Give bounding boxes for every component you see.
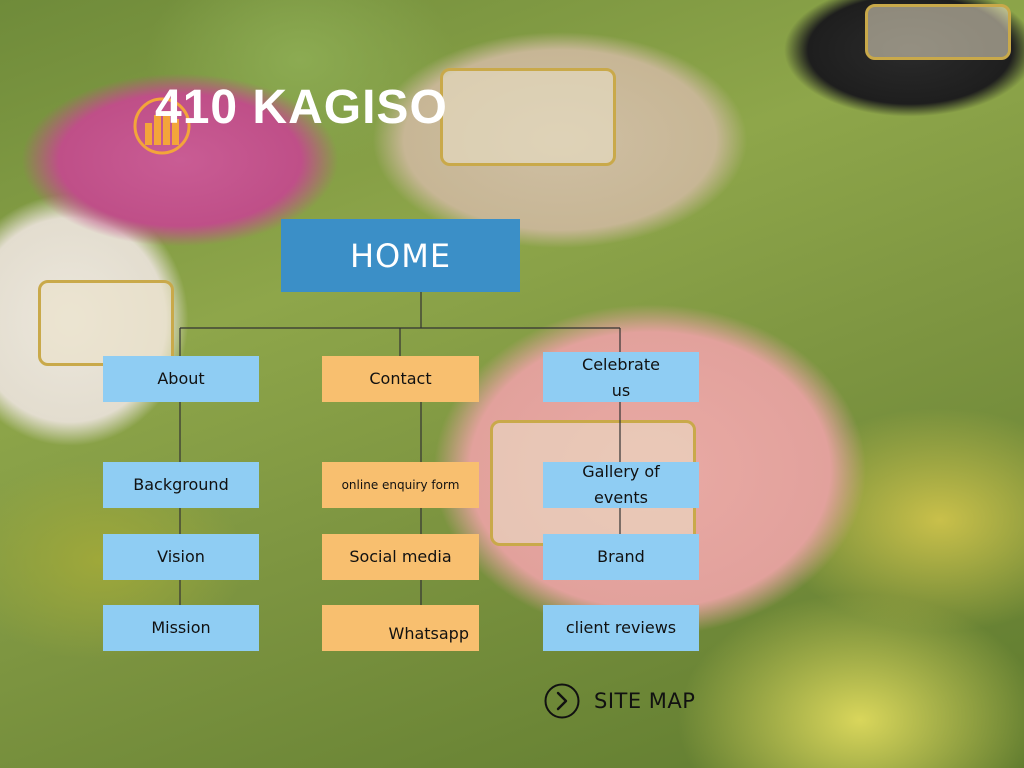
client-reviews-node[interactable]: client reviews [543, 605, 699, 651]
mission-node[interactable]: Mission [103, 605, 259, 651]
home-node[interactable]: HOME [281, 219, 520, 292]
about-node[interactable]: About [103, 356, 259, 402]
gallery-of-events-node[interactable]: Gallery of events [543, 462, 699, 508]
social-media-node[interactable]: Social media [322, 534, 479, 580]
site-map-label: SITE MAP [594, 689, 696, 713]
background-node[interactable]: Background [103, 462, 259, 508]
online-enquiry-form-node[interactable]: online enquiry form [322, 462, 479, 508]
contact-node[interactable]: Contact [322, 356, 479, 402]
chevron-right-circle-icon [544, 683, 580, 719]
hat-logo-patch [38, 280, 174, 366]
celebrate-us-node[interactable]: Celebrate us [543, 352, 699, 402]
site-map-link[interactable]: SITE MAP [544, 683, 695, 719]
brand-node[interactable]: Brand [543, 534, 699, 580]
whatsapp-node[interactable]: Whatsapp [322, 605, 479, 651]
vision-node[interactable]: Vision [103, 534, 259, 580]
hat-logo-patch [440, 68, 616, 166]
sun-rays-logo-icon [133, 97, 191, 155]
hat-logo-patch [865, 4, 1011, 60]
brand-title: 410 KAGISO [155, 81, 448, 134]
